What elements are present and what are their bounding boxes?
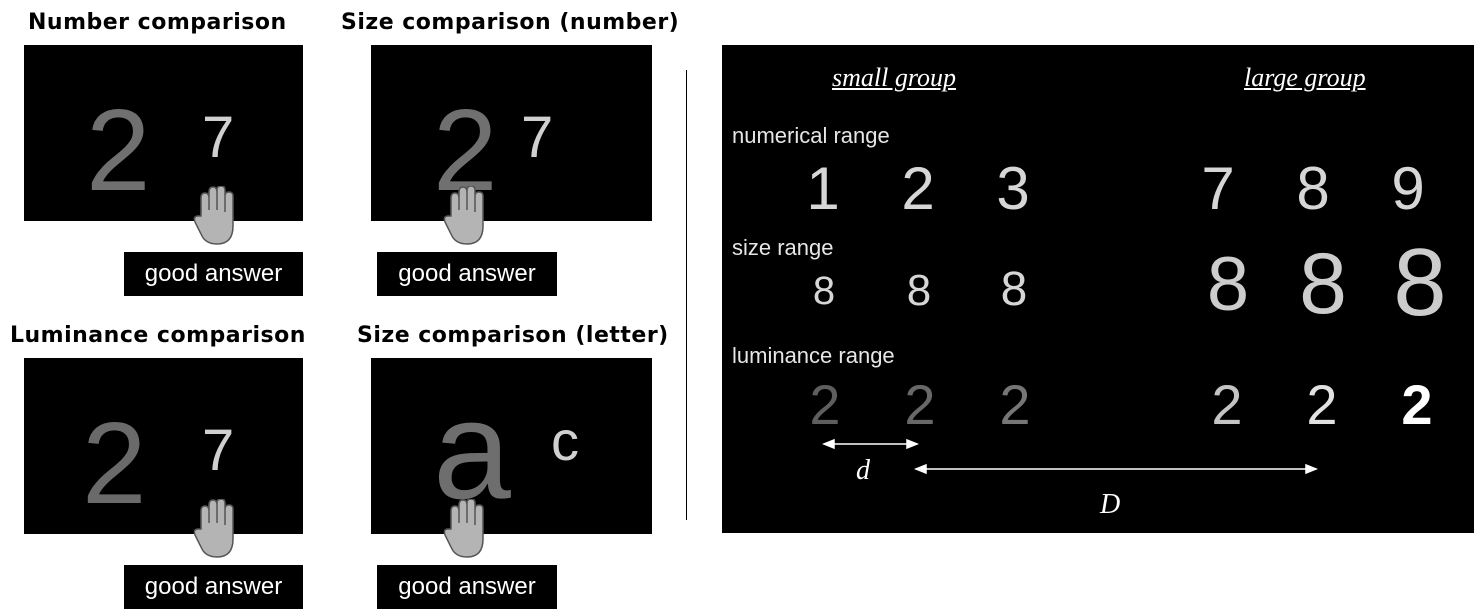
- luminance-comparison-answer: good answer: [124, 565, 303, 609]
- size-large-3: 8: [1393, 229, 1447, 336]
- luminance-comparison-title: Luminance comparison: [10, 323, 306, 348]
- hand-icon: [193, 499, 234, 558]
- small-distance-label: d: [856, 455, 870, 486]
- size-number-comparison-answer: good answer: [377, 252, 557, 296]
- hand-icon: [443, 186, 484, 245]
- luminance-small-3: 2: [999, 373, 1031, 436]
- size-letter-comparison-title: Size comparison (letter): [357, 323, 669, 348]
- numerical-small-1: 1: [806, 155, 840, 222]
- number-comparison-screen: 2 7: [24, 45, 303, 221]
- large-arrow-right-head: [1305, 463, 1319, 475]
- right-digit: 7: [521, 105, 554, 170]
- luminance-large-1: 2: [1211, 373, 1243, 436]
- right-letter: c: [551, 409, 579, 472]
- luminance-small-2: 2: [904, 373, 936, 436]
- distance-arrows: [821, 438, 1319, 475]
- large-group-heading: large group: [1244, 63, 1366, 92]
- hand-icon: [443, 499, 484, 558]
- numerical-range-label: numerical range: [732, 123, 890, 148]
- luminance-comparison-screen: 2 7: [24, 358, 303, 534]
- hand-icon: [193, 186, 234, 245]
- vertical-divider: [686, 70, 687, 520]
- right-digit: 7: [202, 418, 235, 483]
- size-small-3: 8: [1000, 263, 1028, 316]
- numerical-small-3: 3: [996, 155, 1030, 222]
- numerical-large-1: 7: [1201, 155, 1235, 222]
- size-large-2: 8: [1299, 236, 1347, 332]
- size-letter-comparison-answer: good answer: [377, 565, 557, 609]
- numerical-small-2: 2: [901, 155, 935, 222]
- small-arrow-right-head: [906, 438, 920, 450]
- number-comparison-title: Number comparison: [28, 10, 287, 35]
- size-small-2: 8: [906, 266, 932, 315]
- numerical-large-2: 8: [1296, 155, 1330, 222]
- size-number-comparison-title: Size comparison (number): [341, 10, 680, 35]
- small-group-heading: small group: [832, 63, 956, 92]
- size-small-1: 8: [812, 269, 836, 313]
- right-digit: 7: [202, 105, 235, 170]
- luminance-small-1: 2: [809, 373, 841, 436]
- small-arrow-left-head: [821, 438, 835, 450]
- left-digit: 2: [82, 398, 147, 528]
- luminance-large-3: 2: [1401, 373, 1433, 436]
- size-range-label: size range: [732, 235, 834, 260]
- left-letter: a: [433, 371, 511, 528]
- range-panel: small group large group numerical range …: [722, 45, 1474, 533]
- size-large-1: 8: [1206, 242, 1250, 327]
- luminance-large-2: 2: [1306, 373, 1338, 436]
- size-number-comparison-screen: 2 7: [371, 45, 652, 221]
- size-letter-comparison-screen: a c: [371, 358, 652, 534]
- left-digit: 2: [86, 85, 151, 215]
- luminance-range-label: luminance range: [732, 343, 895, 368]
- large-distance-label: D: [1100, 489, 1121, 520]
- numerical-large-3: 9: [1391, 155, 1425, 222]
- number-comparison-answer: good answer: [124, 252, 303, 296]
- large-arrow-left-head: [913, 463, 927, 475]
